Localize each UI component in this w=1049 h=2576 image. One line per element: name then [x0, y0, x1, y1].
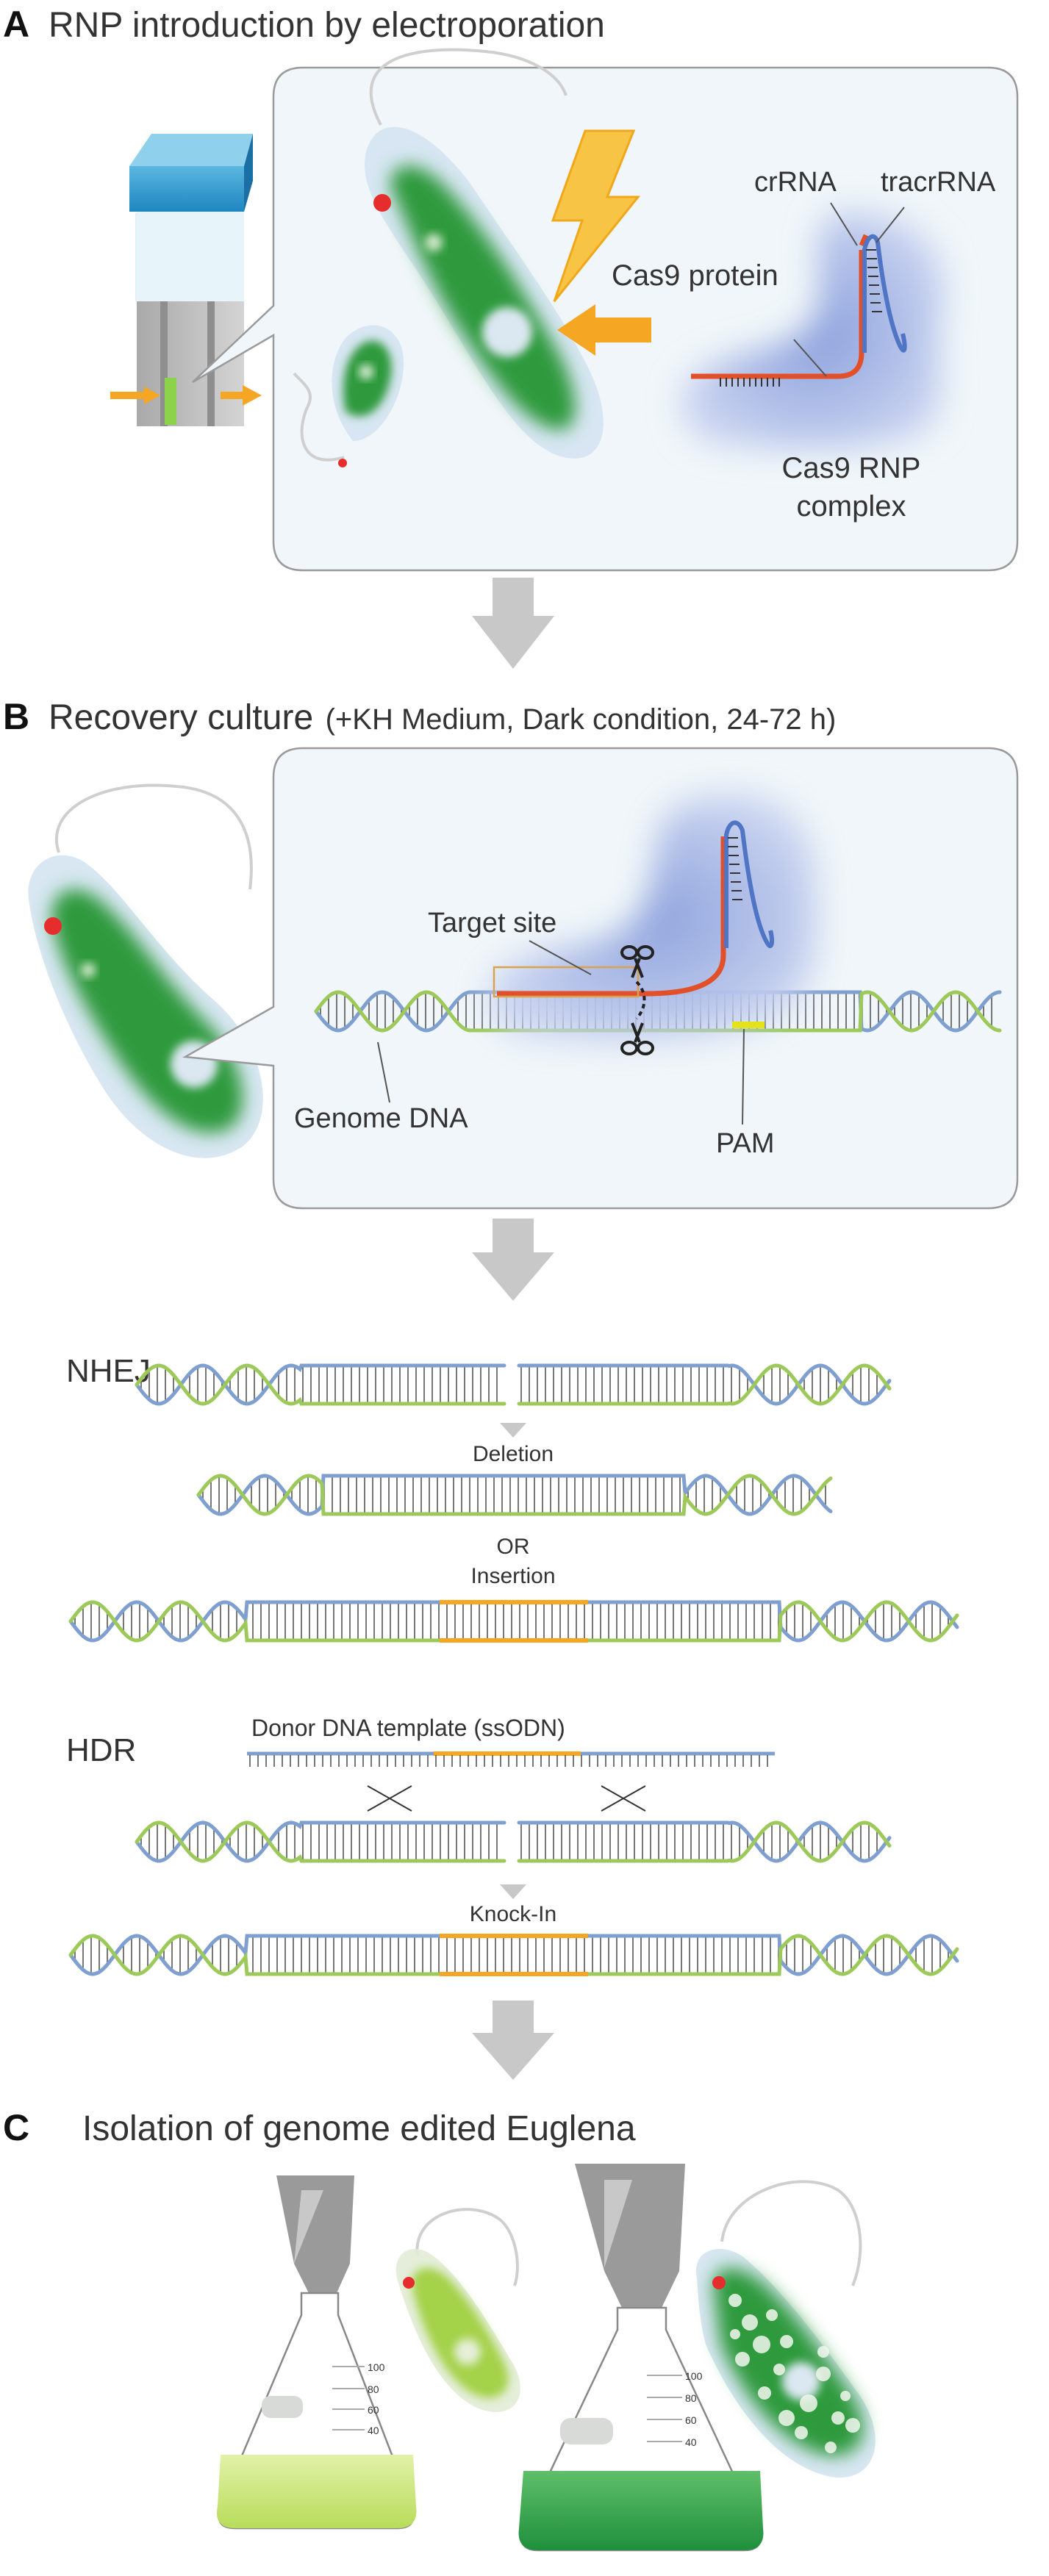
cas9-bound-complex [487, 794, 817, 1041]
label-cas9-protein: Cas9 protein [612, 259, 778, 292]
deletion-dna [196, 1474, 833, 1516]
hdr-cut-dna [135, 1820, 892, 1863]
donor-ssodn [247, 1751, 775, 1767]
cas9-rnp-complex [681, 202, 945, 450]
flask2-mark-80: 80 [685, 2392, 697, 2404]
euglena-small-a [293, 325, 404, 467]
rnp-entry-arrow [557, 304, 651, 356]
electroporation-cuvette [129, 134, 253, 426]
label-pam: PAM [716, 1128, 775, 1159]
flask1-mark-60: 60 [368, 2404, 379, 2416]
label-genome-dna: Genome DNA [294, 1103, 468, 1134]
bound-tracrrna [724, 820, 774, 948]
recombination-crosses [367, 1785, 646, 1812]
euglena-c-edited [695, 2180, 876, 2478]
euglena-b [28, 783, 263, 1158]
flask1-mark-100: 100 [368, 2361, 385, 2373]
label-insertion: Insertion [470, 1564, 555, 1588]
panel-c-title: Isolation of genome edited Euglena [82, 2109, 636, 2148]
pam-marker [732, 1022, 765, 1028]
flow-arrow-hdr-c [472, 2001, 554, 2080]
panel-c-letter: C [3, 2107, 29, 2148]
scissors-icon [620, 945, 654, 1055]
flask-edited: 100 80 60 40 [518, 2164, 764, 2552]
panel-b-conditions: (+KH Medium, Dark condition, 24-72 h) [326, 703, 837, 736]
euglena-c-light [395, 2208, 520, 2412]
label-or: OR [497, 1535, 530, 1559]
panel-b-title-main: Recovery culture [49, 698, 313, 737]
nhej-cut-dna [135, 1363, 892, 1406]
hdr-small-arrow [500, 1884, 526, 1899]
insertion-dna [68, 1600, 959, 1643]
label-crrna: crRNA [754, 167, 837, 198]
bound-guide-rna [497, 836, 726, 997]
label-rnp-line1: Cas9 RNP [782, 452, 921, 484]
label-rnp-line2: complex [797, 490, 906, 523]
flow-arrow-b-nhej [472, 1219, 554, 1301]
label-deletion: Deletion [473, 1442, 554, 1466]
euglena-large-a [365, 48, 604, 459]
flask2-mark-100: 100 [685, 2370, 703, 2382]
panel-a-title: RNP introduction by electroporation [49, 6, 605, 45]
flask1-mark-40: 40 [368, 2425, 379, 2436]
flask2-mark-60: 60 [685, 2414, 697, 2426]
label-donor-template: Donor DNA template (ssODN) [251, 1715, 565, 1741]
label-target-site: Target site [428, 908, 556, 939]
panel-b-letter: B [3, 696, 29, 737]
cuvette-arrows [110, 385, 262, 406]
knockin-dna [68, 1934, 959, 1976]
rnp-base-pair-ticks [720, 249, 882, 387]
lightning-bolt-icon [551, 129, 641, 302]
flask2-mark-40: 40 [685, 2436, 697, 2448]
guide-rna-strand [691, 234, 869, 379]
tracrrna-strand [862, 234, 907, 353]
flow-arrow-a-b [472, 578, 554, 669]
panel-b-title: Recovery culture (+KH Medium, Dark condi… [49, 698, 836, 737]
hdr-label: HDR [66, 1732, 136, 1768]
paramylon-granules [728, 2294, 860, 2453]
nhej-small-arrow [500, 1423, 526, 1438]
panel-a-letter: A [3, 4, 29, 45]
label-knockin: Knock-In [470, 1902, 556, 1926]
label-tracrrna: tracrRNA [881, 167, 996, 198]
flask-wild-type: 100 80 60 40 [217, 2175, 417, 2530]
flask1-mark-80: 80 [368, 2383, 379, 2395]
